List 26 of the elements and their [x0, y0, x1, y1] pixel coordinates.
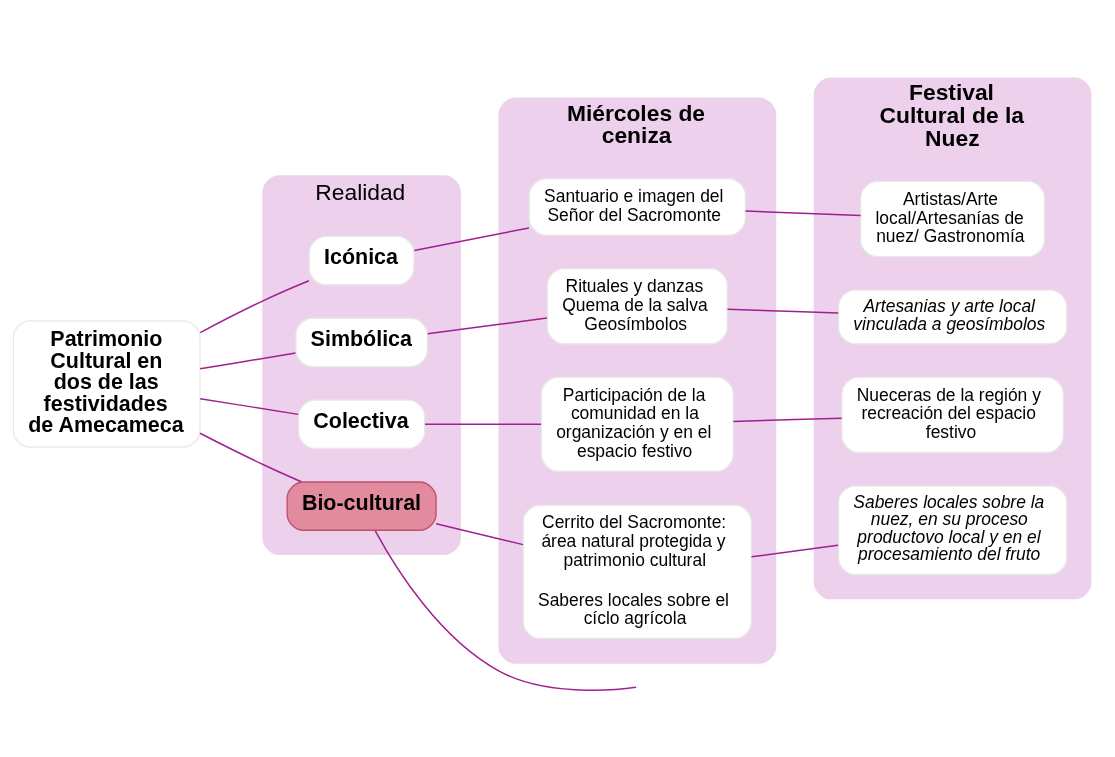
node-box: Colectiva [297, 398, 426, 449]
connector [435, 522, 524, 545]
connector [413, 226, 530, 251]
connector [199, 279, 310, 333]
node-box: Bio-cultural [286, 480, 437, 531]
connector [426, 316, 548, 335]
connector [199, 397, 299, 415]
connector [374, 529, 637, 691]
node-box: Participación de la comunidad en la organización y en el espacio festivo [540, 376, 734, 472]
node-box: Rituales y danzas Quema de la salva Geosímbolos [546, 267, 728, 344]
connector [199, 351, 297, 370]
connector [424, 423, 542, 425]
node-box: Artistas/Arte local/Artesanías de nuez/ Gastronomía [860, 180, 1046, 257]
connector [199, 432, 303, 482]
node-box: Artesanias y arte local vinculada a geosímbolos [837, 288, 1068, 344]
node-box: Nueceras de la región y recreación del espacio festivo [841, 376, 1064, 453]
connector [750, 544, 839, 558]
connector [732, 416, 843, 422]
node-box: Patrimonio Cultural en dos de las festividades de Amecameca [12, 319, 201, 448]
connector [726, 308, 840, 314]
node-box: Santuario e imagen del Señor del Sacromonte [528, 177, 746, 236]
connector [744, 209, 862, 216]
node-box: Simbólica [295, 317, 429, 367]
node-box: Cerrito del Sacromonte: área natural protegida y patrimonio cultural Saberes locales sobre el cíclo agrícola [522, 504, 753, 639]
node-box: Saberes locales sobre la nuez, en su proceso productovo local y en el procesamiento del fruto [837, 484, 1068, 575]
node-box: Icónica [308, 235, 415, 285]
